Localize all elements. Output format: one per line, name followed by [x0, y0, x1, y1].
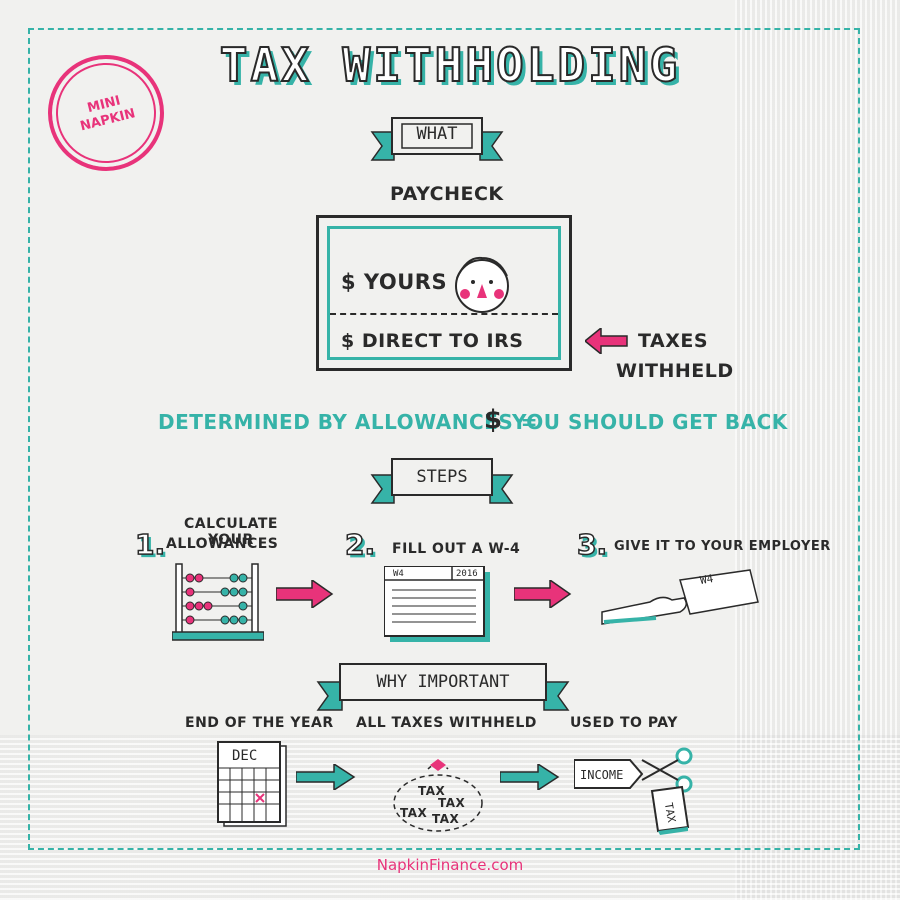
paycheck-box: $ YOURS $ DIRECT TO IRS [316, 215, 572, 371]
hand-giving-form-icon [601, 569, 759, 625]
tax-word-4: TAX [432, 812, 460, 826]
banner-ribbon-icon [316, 663, 570, 711]
step-3-number: 3. [576, 527, 608, 562]
income-tag-icon [574, 759, 644, 789]
determined-right: YOU SHOULD GET BACK [512, 410, 788, 434]
calendar-month: DEC [232, 748, 258, 764]
step-2-number: 2. [344, 527, 376, 562]
step-3-text: GIVE IT TO YOUR EMPLOYER [614, 539, 831, 554]
w4-form-label: W4 [393, 569, 404, 579]
what-label: WHAT [416, 124, 458, 144]
tax-bag-icon [393, 759, 483, 832]
banner-ribbon-icon [370, 117, 504, 161]
steps-label: STEPS [416, 467, 468, 487]
determined-left: DETERMINED BY ALLOWANCES = [158, 410, 538, 434]
hand-card-label: W4 [698, 571, 715, 588]
dollar-sign: $ [484, 405, 503, 435]
taxes-label: TAXES [638, 330, 709, 352]
footer-brand: NapkinFinance.com [376, 856, 524, 874]
what-banner: WHAT [370, 112, 504, 164]
right-arrow-icon [500, 764, 560, 790]
step-1-text-line1: CALCULATE YOUR [184, 516, 278, 548]
step-1-text-line2: ALLOWANCES [166, 536, 279, 552]
paycheck-inner [327, 226, 561, 360]
tax-word-2: TAX [438, 796, 466, 810]
tax-word-3: TAX [400, 806, 428, 820]
napkin-fold-bottom [0, 735, 900, 900]
right-arrow-icon [276, 580, 334, 608]
end-of-year-label: END OF THE YEAR [185, 715, 334, 731]
banner-ribbon-icon [370, 458, 514, 504]
dashed-border [28, 28, 860, 850]
w4-form-year: 2016 [456, 569, 478, 579]
calendar-icon [217, 741, 287, 827]
yours-label: $ YOURS [341, 270, 448, 294]
step-1-number: 1. [134, 527, 166, 562]
used-to-pay-label: USED TO PAY [570, 715, 678, 731]
page-title: TAX WITHHOLDING [219, 37, 681, 93]
all-taxes-label: ALL TAXES WITHHELD [356, 715, 537, 731]
scissors-icon [641, 747, 693, 793]
why-label: WHY IMPORTANT [376, 672, 510, 692]
face-icon [455, 256, 509, 313]
paycheck-divider [330, 313, 558, 315]
right-arrow-icon [514, 580, 572, 608]
direct-to-irs-label: $ DIRECT TO IRS [341, 330, 524, 352]
abacus-icon [172, 563, 264, 641]
income-label: INCOME [580, 768, 624, 782]
w4-form-icon [384, 566, 490, 642]
why-banner: WHY IMPORTANT [316, 660, 570, 712]
step-2-text: FILL OUT A W-4 [392, 541, 521, 557]
right-arrow-icon [296, 764, 356, 790]
tax-word-1: TAX [418, 784, 446, 798]
left-arrow-icon [585, 328, 628, 354]
paycheck-heading: PAYCHECK [390, 183, 504, 205]
steps-banner: STEPS [370, 455, 514, 507]
tax-tag-icon [650, 785, 690, 835]
withheld-label: WITHHELD [616, 360, 734, 382]
